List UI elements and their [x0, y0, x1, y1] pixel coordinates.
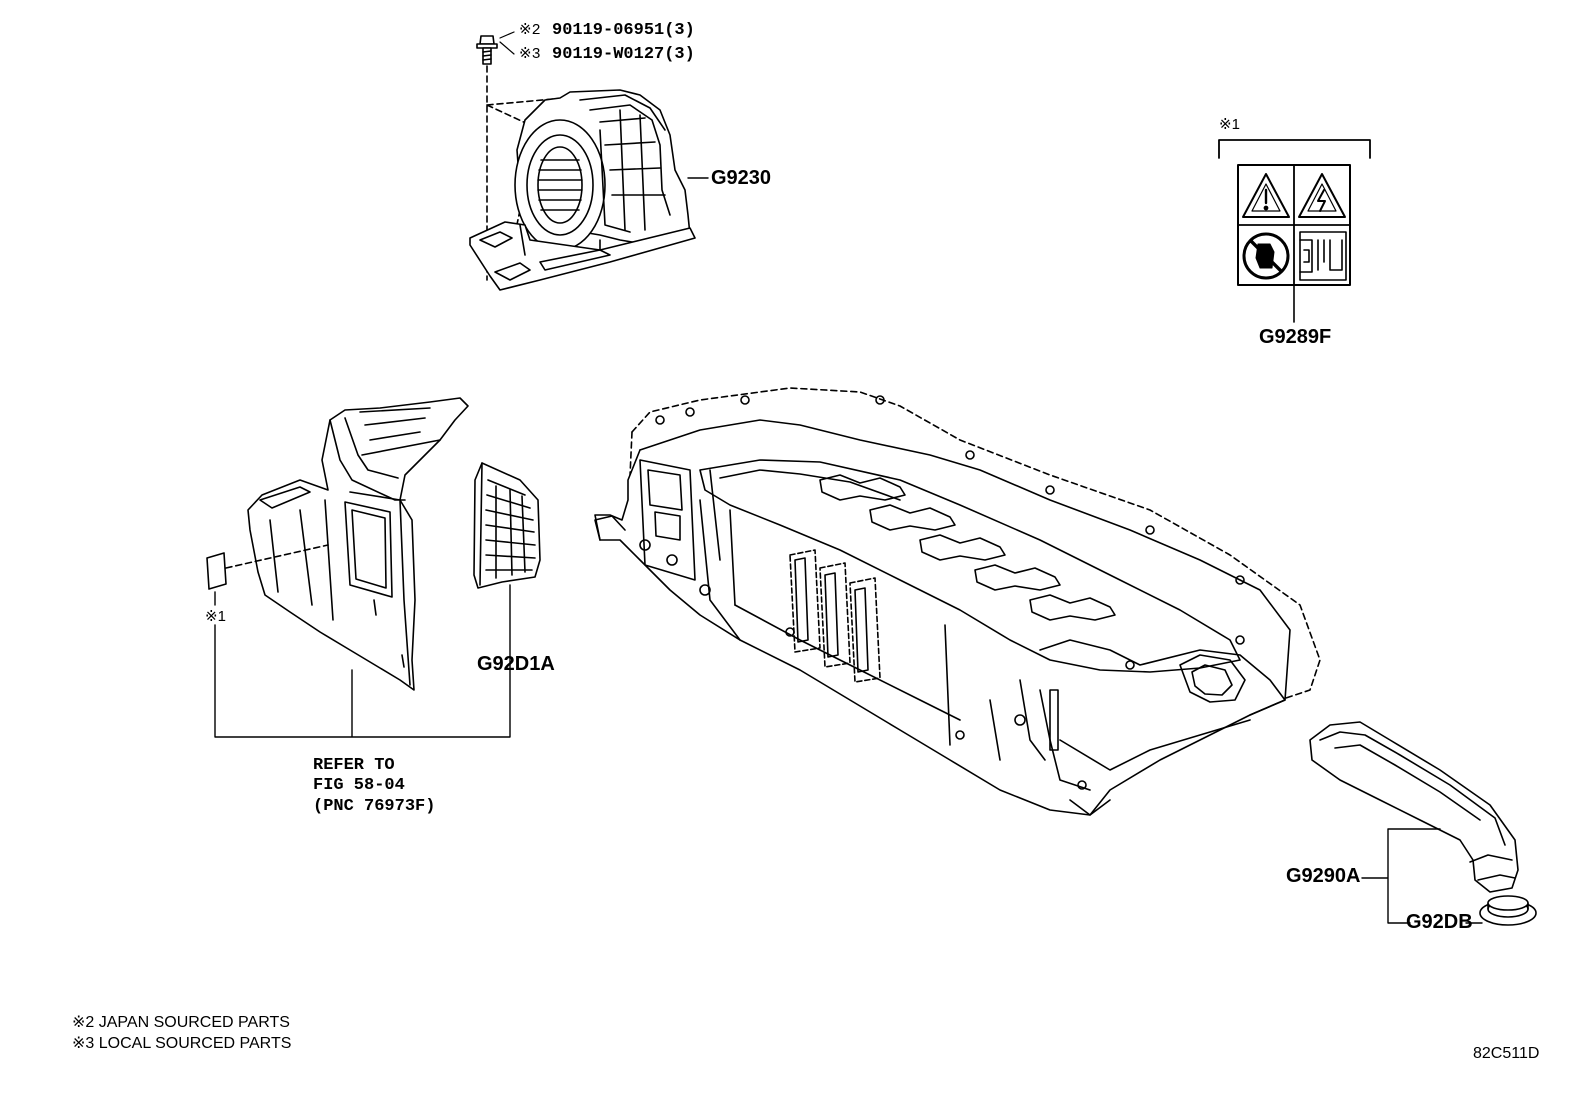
part-label-duct-right: G9290A — [1286, 865, 1361, 887]
refer-line-1: REFER TO — [313, 756, 395, 775]
sticker-note-mark: ※1 — [205, 608, 226, 625]
high-voltage-icon — [1298, 173, 1346, 218]
part-label-duct-left: G92D1A — [477, 653, 555, 675]
battery-intake-duct — [1309, 721, 1519, 893]
hybrid-battery-pack — [594, 387, 1321, 816]
part-label-grommet: G92DB — [1406, 911, 1473, 933]
grommet-icon — [1479, 895, 1537, 926]
bolt-part-number-2: 90119-06951(3) — [552, 21, 695, 40]
bolt-icon — [476, 35, 498, 65]
blower-assembly — [469, 65, 696, 291]
no-disassembly-icon — [1242, 232, 1290, 280]
bolt-note-mark-3: ※3 — [519, 46, 541, 63]
footnote-japan-sourced: ※2 JAPAN SOURCED PARTS — [72, 1014, 290, 1031]
bolt-note-mark-2: ※2 — [519, 22, 541, 39]
part-label-blower: G9230 — [711, 167, 772, 189]
figure-code: 82C511D — [1473, 1045, 1540, 1062]
battery-module-icon — [1299, 231, 1347, 281]
footnote-local-sourced: ※3 LOCAL SOURCED PARTS — [72, 1035, 292, 1052]
warning-triangle-icon — [1242, 173, 1290, 218]
bolt-part-number-3: 90119-W0127(3) — [552, 45, 695, 64]
refer-line-3: (PNC 76973F) — [313, 797, 436, 816]
part-label-caution-label: G9289F — [1259, 326, 1332, 348]
sticker-icon — [206, 552, 227, 590]
refer-line-2: FIG 58-04 — [313, 776, 405, 795]
caution-label-group — [1218, 139, 1371, 323]
air-duct-inlet — [473, 462, 541, 589]
label-group-note-mark: ※1 — [1219, 116, 1240, 133]
battery-cover-duct — [247, 397, 469, 691]
